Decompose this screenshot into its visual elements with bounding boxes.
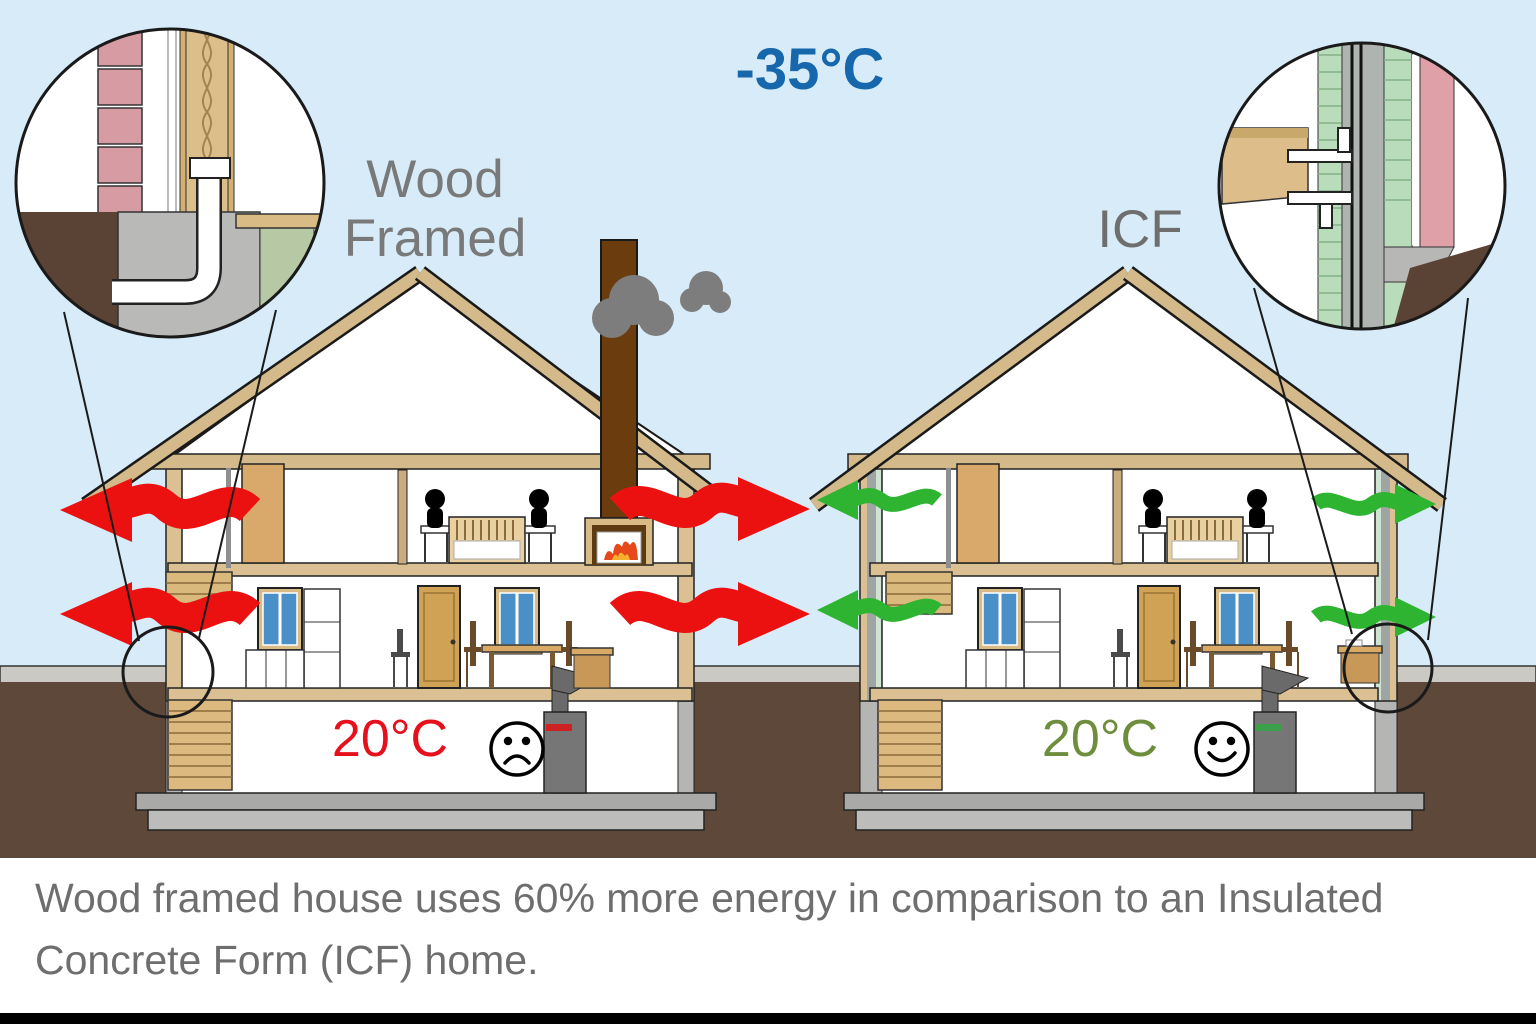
furnace-stripe	[546, 724, 572, 731]
happy-face-icon	[1194, 721, 1250, 777]
fireplace	[584, 517, 654, 566]
wood-wall-detail-callout	[14, 27, 326, 719]
furnace-stripe	[1256, 724, 1282, 731]
smoke-icon	[592, 271, 731, 338]
icf-basement-temperature: 20°C	[1041, 710, 1159, 768]
icf-house-label: ICF	[1097, 200, 1183, 259]
icf-house	[808, 266, 1448, 831]
bottom-bar	[0, 1013, 1536, 1024]
sad-face-icon	[489, 721, 545, 777]
wood-label-line2: Framed	[343, 209, 527, 269]
outside-temperature: -35°C	[735, 37, 885, 102]
wood-framed-house-label: Wood Framed	[315, 150, 555, 269]
wood-basement-temperature: 20°C	[331, 710, 449, 768]
caption-text: Wood framed house uses 60% more energy i…	[35, 875, 1384, 983]
wood-label-line1: Wood	[366, 150, 504, 209]
icf-wall-detail-callout	[1217, 41, 1507, 714]
caption-area: Wood framed house uses 60% more energy i…	[0, 858, 1536, 1014]
desk	[1337, 639, 1383, 684]
desk	[570, 647, 614, 689]
